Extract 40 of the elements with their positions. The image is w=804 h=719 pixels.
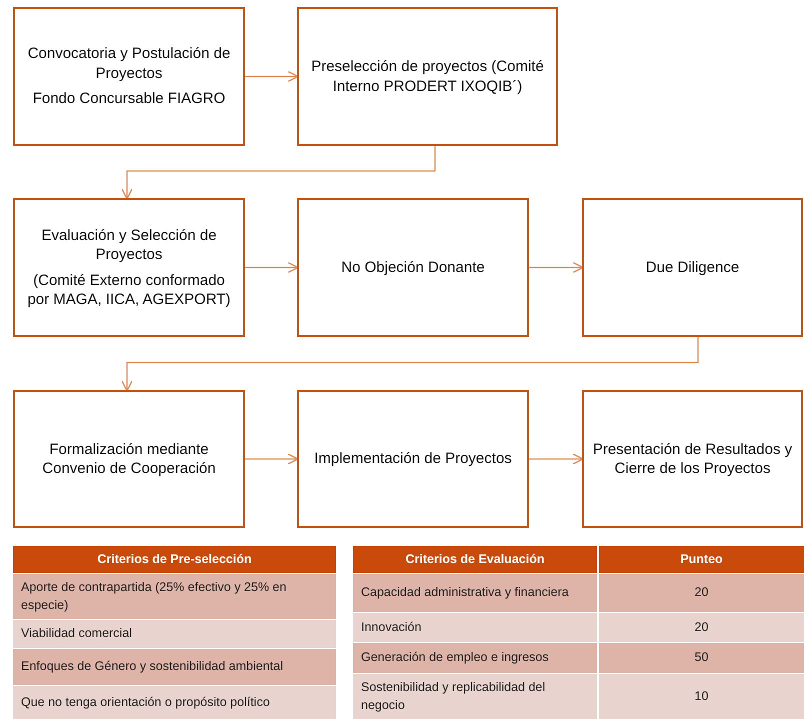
process-box <box>297 390 529 528</box>
table-cell: Innovación <box>353 613 597 642</box>
box-text: Fondo Concursable FIAGRO <box>32 89 226 109</box>
table-cell: Que no tenga orientación o propósito político <box>13 686 336 719</box>
table-cell: Sostenibilidad y replicabilidad del negocio <box>353 674 597 719</box>
table-cell: Aporte de contrapartida (25% efectivo y 25% en especie) <box>13 574 336 619</box>
process-box <box>13 7 245 146</box>
box-text: Preselección de proyectos (Comité Interno PRODERT IXOQIB´) <box>310 57 545 96</box>
box-text: Due Diligence <box>646 258 740 278</box>
table-cell: Viabilidad comercial <box>13 620 336 648</box>
table-cell: 10 <box>599 674 804 719</box>
process-box <box>297 7 558 146</box>
table-header: Punteo <box>599 546 804 573</box>
box-text: (Comité Externo conformado por MAGA, IICA, AGEXPORT) <box>26 270 232 310</box>
table-cell: Capacidad administrativa y financiera <box>353 574 597 612</box>
process-box <box>13 198 245 337</box>
table-cell: Enfoques de Género y sostenibilidad ambiental <box>13 649 336 685</box>
table-cell: 50 <box>599 643 804 673</box>
table-header: Criterios de Pre-selección <box>13 546 336 573</box>
process-box <box>297 198 529 337</box>
box-text: Implementación de Proyectos <box>314 449 512 469</box>
box-text: Presentación de Resultados y Cierre de los Proyectos <box>592 440 793 478</box>
process-box <box>582 390 803 528</box>
arrow <box>245 453 299 465</box>
arrow <box>121 337 699 392</box>
box-text: No Objeción Donante <box>341 258 485 278</box>
process-box <box>582 198 803 337</box>
arrow <box>245 262 299 274</box>
box-text: Formalización mediante Convenio de Cooperación <box>41 440 217 478</box>
box-text: Convocatoria y Postulación de Proyectos <box>26 44 232 84</box>
process-box <box>13 390 245 528</box>
arrow <box>245 70 299 82</box>
arrow <box>121 146 436 200</box>
table-cell: 20 <box>599 613 804 642</box>
table-cell: 20 <box>599 574 804 612</box>
table-header: Criterios de Evaluación <box>353 546 597 573</box>
table-cell: Generación de empleo e ingresos <box>353 643 597 673</box>
arrow <box>529 453 584 465</box>
box-text: Evaluación y Selección de Proyectos <box>40 226 218 264</box>
arrow <box>529 262 584 274</box>
